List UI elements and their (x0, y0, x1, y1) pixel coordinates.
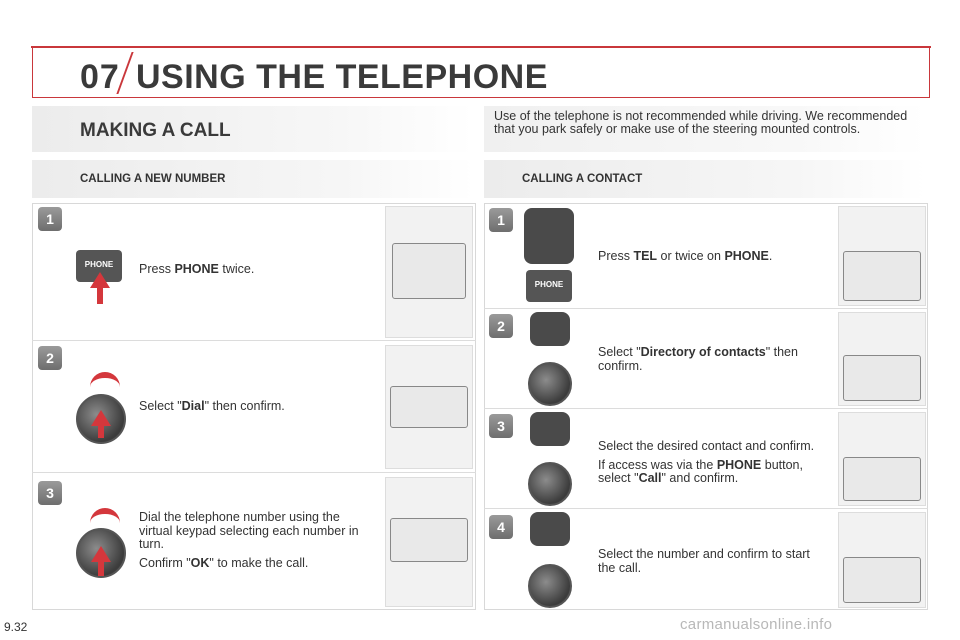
right-step-row-2 (484, 309, 928, 409)
section-title: MAKING A CALL (80, 120, 231, 141)
chapter-header-bar (31, 46, 931, 98)
text-part: If access was via the (598, 457, 717, 472)
right-subheading-label: CALLING A CONTACT (522, 173, 643, 185)
radio-thumbnail-1 (385, 206, 473, 338)
arrow-stem (97, 282, 103, 304)
bold-part: Directory of contacts (640, 345, 766, 359)
bold-part: PHONE (724, 249, 769, 263)
radio-unit-image (843, 457, 921, 501)
control-thumbnail-4 (838, 512, 926, 608)
right-step-3-number: 3 (489, 414, 513, 438)
right-step-1-number: 1 (489, 208, 513, 232)
control-thumbnail-3 (838, 412, 926, 506)
step-line: Dial the telephone number using the virt… (139, 510, 359, 551)
right-step-2-text: Select "Directory of contacts" then conf… (598, 345, 826, 373)
bold-part: TEL (633, 249, 658, 263)
control-thumbnail-2 (838, 312, 926, 406)
left-subheading: CALLING A NEW NUMBER (32, 160, 474, 198)
knob-image (528, 462, 572, 506)
warning-text: Use of the telephone is not recommended … (494, 109, 908, 136)
curved-arrow-icon (90, 372, 120, 392)
step-line: Confirm "OK" to make the call. (139, 555, 367, 571)
watermark: carmanualsonline.info (680, 616, 833, 633)
right-step-2-number: 2 (489, 314, 513, 338)
radio-unit-image (843, 251, 921, 301)
text-part: Select " (598, 345, 641, 359)
control-thumbnail-1 (838, 206, 926, 306)
left-subheading-label: CALLING A NEW NUMBER (80, 173, 226, 185)
radio-unit-image (390, 386, 468, 428)
text-part: twice. (218, 262, 255, 276)
text-part: " and confirm. (661, 471, 739, 485)
radio-unit-image (843, 355, 921, 401)
up-arrow-icon (91, 546, 111, 562)
left-step-row-2 (32, 341, 476, 473)
bold-part: OK (190, 555, 210, 570)
left-step-2-text: Select "Dial" then confirm. (139, 399, 369, 414)
section-heading: MAKING A CALL (32, 106, 474, 152)
up-arrow-icon (90, 272, 110, 288)
steering-control-image (524, 208, 574, 264)
radio-unit-image (843, 557, 921, 603)
right-step-4-number: 4 (489, 515, 513, 539)
knob-image (528, 564, 572, 608)
up-arrow-icon (91, 410, 111, 426)
text-part: Select " (139, 399, 182, 413)
steering-control-image (530, 412, 570, 446)
right-step-row-1 (484, 203, 928, 309)
arrow-stem (98, 416, 104, 438)
text-part: or twice on (657, 249, 725, 263)
steering-control-image (530, 512, 570, 546)
right-step-row-3 (484, 409, 928, 509)
arrow-stem (98, 552, 104, 576)
left-step-3-text: Dial the telephone number using the virt… (139, 510, 367, 571)
text-part: . (768, 249, 773, 263)
right-subheading: CALLING A CONTACT (484, 160, 926, 198)
left-step-2-number: 2 (38, 346, 62, 370)
radio-thumbnail-3 (385, 477, 473, 607)
text-part: " then confirm. (598, 345, 798, 373)
text-part: button, select " (598, 457, 803, 485)
bold-part: PHONE (174, 262, 219, 276)
chapter-title: USING THE TELEPHONE (136, 58, 548, 96)
curved-arrow-icon (90, 508, 120, 528)
chapter-number: 07 (80, 58, 120, 96)
phone-button-image: PHONE (76, 250, 122, 282)
step-line: Select the desired contact and confirm. (598, 439, 815, 453)
bold-part: PHONE (716, 457, 762, 472)
right-step-1-text: Press TEL or twice on PHONE. (598, 249, 828, 264)
text-part: Press (598, 249, 634, 263)
text-part: Press (139, 262, 175, 276)
steering-control-image (530, 312, 570, 346)
step-line: If access was via the PHONE button, sele… (598, 457, 826, 486)
text-part: Confirm " (139, 555, 191, 570)
left-step-row-1 (32, 203, 476, 341)
warning-box (484, 106, 926, 152)
text-part: " to make the call. (209, 555, 309, 570)
page-number: 9.32 (4, 620, 28, 634)
radio-thumbnail-2 (385, 345, 473, 469)
right-step-3-text: Select the desired contact and confirm. … (598, 439, 826, 486)
left-step-3-number: 3 (38, 481, 62, 505)
right-step-4-text: Select the number and confirm to start t… (598, 547, 810, 575)
text-part: " then confirm. (204, 399, 285, 413)
radio-unit-image (392, 243, 466, 299)
bold-part: Call (638, 471, 662, 485)
left-step-1-number: 1 (38, 207, 62, 231)
bold-part: Dial (181, 399, 205, 413)
radio-unit-image (390, 518, 468, 562)
phone-button-image: PHONE (526, 270, 572, 302)
left-step-1-text: Press PHONE twice. (139, 262, 369, 277)
knob-image (528, 362, 572, 406)
